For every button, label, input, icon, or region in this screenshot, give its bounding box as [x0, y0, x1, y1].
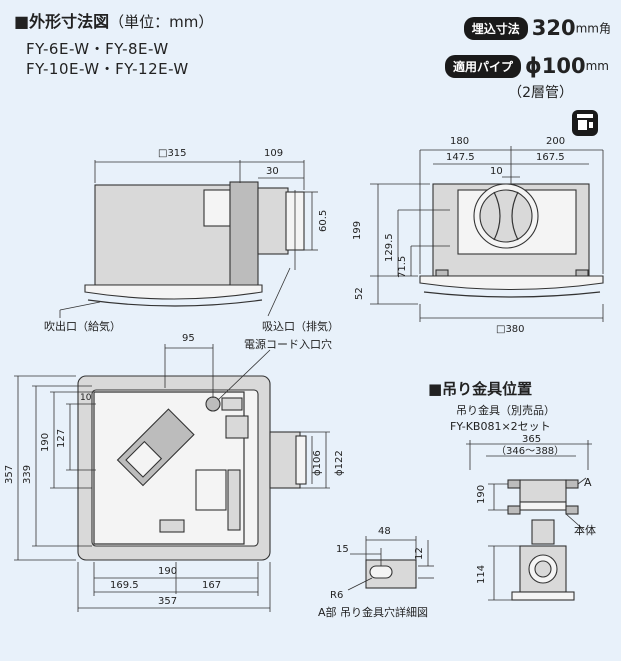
dim-315: □315: [158, 148, 187, 159]
front-view: [419, 183, 604, 298]
dim-167-5: 167.5: [536, 152, 565, 163]
dim-199: 199: [352, 221, 363, 240]
dim-71-5: 71.5: [397, 256, 408, 278]
title-unit: （単位：mm）: [109, 13, 214, 31]
dim-380: □380: [496, 324, 525, 335]
dim-190-vertical: 190: [40, 433, 51, 452]
pipe-label: 適用パイプ: [445, 54, 522, 78]
model-line-1: FY-6E-W・FY-8E-W: [26, 40, 169, 58]
pipe-unit: mm: [585, 59, 609, 73]
dim-129-5: 129.5: [384, 233, 395, 262]
detail-a: [365, 559, 417, 589]
plan-view: [77, 375, 307, 561]
dim-190-horizontal: 190: [158, 566, 177, 577]
main-body-label: 本体: [574, 523, 596, 537]
pipe-value: ϕ100: [525, 54, 586, 78]
dim-15: 15: [336, 544, 349, 555]
dim-48: 48: [378, 526, 391, 537]
dim-169-5: 169.5: [110, 580, 139, 591]
inlet-label: 吸込口（排気）: [262, 319, 339, 333]
dim-190-hanger: 190: [476, 485, 487, 504]
embed-label: 埋込寸法: [463, 16, 528, 40]
dim-357-horizontal: 357: [158, 596, 177, 607]
hanger-diagram: [507, 479, 579, 601]
dim-30: 30: [266, 166, 279, 177]
outlet-label: 吹出口（給気）: [44, 319, 121, 333]
dim-127: 127: [56, 429, 67, 448]
dim-60-5: 60.5: [318, 210, 329, 232]
dim-167: 167: [202, 580, 221, 591]
page-title: ■外形寸法図（単位：mm）: [14, 8, 213, 32]
dim-147-5: 147.5: [446, 152, 475, 163]
dim-200: 200: [546, 136, 565, 147]
hanger-part-number: FY-KB081×2セット: [450, 420, 551, 433]
dim-365: 365: [522, 434, 541, 445]
title-main: ■外形寸法図: [14, 12, 110, 31]
dim-52: 52: [354, 287, 365, 300]
dim-10-plan: 10: [80, 393, 92, 403]
embed-unit: mm角: [575, 21, 611, 36]
dim-phi122: ϕ122: [334, 450, 345, 476]
embed-value: 320: [531, 16, 576, 40]
ceiling-mount-icon: [572, 110, 598, 136]
dim-346-388: （346～388）: [496, 445, 564, 457]
dim-10-front: 10: [490, 166, 503, 177]
side-view: [84, 181, 305, 307]
detail-a-caption: A部 吊り金具穴詳細図: [318, 605, 428, 619]
model-line-2: FY-10E-W・FY-12E-W: [26, 60, 189, 78]
point-a-label: A: [584, 476, 592, 489]
dim-180: 180: [450, 136, 469, 147]
dim-339: 339: [22, 465, 33, 484]
dim-95: 95: [182, 333, 195, 344]
pipe-note: （2層管）: [508, 85, 573, 101]
dim-114: 114: [476, 565, 487, 584]
dim-109: 109: [264, 148, 283, 159]
hanger-section-title: ■吊り金具位置: [428, 380, 533, 398]
dim-357-vertical: 357: [4, 465, 15, 484]
cord-hole-label: 電源コード入口穴: [244, 337, 332, 351]
dim-r6: R6: [330, 590, 343, 601]
dim-phi106: ϕ106: [312, 450, 323, 476]
dim-12: 12: [414, 547, 425, 560]
hanger-part-label: 吊り金具（別売品）: [456, 403, 555, 417]
